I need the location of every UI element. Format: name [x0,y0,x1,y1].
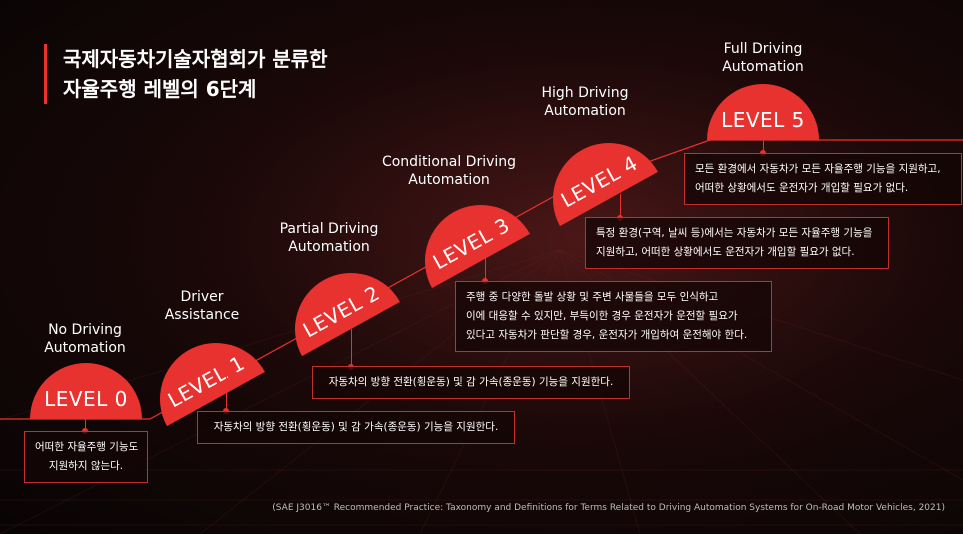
level-4-description: 특정 환경(구역, 날씨 등)에서는 자동차가 모든 자율주행 기능을 지원하고… [585,217,889,269]
level-3-name: Conditional Driving Automation [381,154,517,188]
level-1-description: 자동차의 방향 전환(횡운동) 및 감 가속(종운동) 기능을 지원한다. [197,411,515,444]
level-0-name: No Driving Automation [44,322,126,356]
level-3-description: 주행 중 다양한 돌발 상황 및 주변 사물들을 모두 인식하고 이에 대응할 … [455,281,772,352]
level-0-description: 어떠한 자율주행 기능도 지원하지 않는다. [24,431,148,483]
page-title: 국제자동차기술자협회가 분류한 자율주행 레벨의 6단계 [44,44,328,104]
level-3-leader [485,255,486,281]
level-5-badge: LEVEL 5 [707,84,819,140]
level-0-leader [85,419,86,431]
source-footnote: (SAE J3016™ Recommended Practice: Taxono… [272,503,945,513]
level-4-name: High Driving Automation [541,85,629,119]
level-1-name: Driver Assistance [164,289,240,323]
level-1-leader [226,376,227,411]
title-line-1: 국제자동차기술자협회가 분류한 [63,47,328,71]
level-0-badge: LEVEL 0 [30,363,142,419]
level-5-leader [763,140,764,153]
level-5-name: Full Driving Automation [722,41,804,75]
level-5-description: 모든 환경에서 자동차가 모든 자율주행 기능을 지원하고, 어떠한 상황에서도… [684,153,962,205]
title-line-2: 자율주행 레벨의 6단계 [63,77,257,101]
level-2-leader [351,329,352,367]
level-2-name: Partial Driving Automation [279,221,379,255]
level-2-description: 자동차의 방향 전환(횡운동) 및 감 가속(종운동) 기능을 지원한다. [312,366,630,399]
level-4-leader [620,194,621,218]
